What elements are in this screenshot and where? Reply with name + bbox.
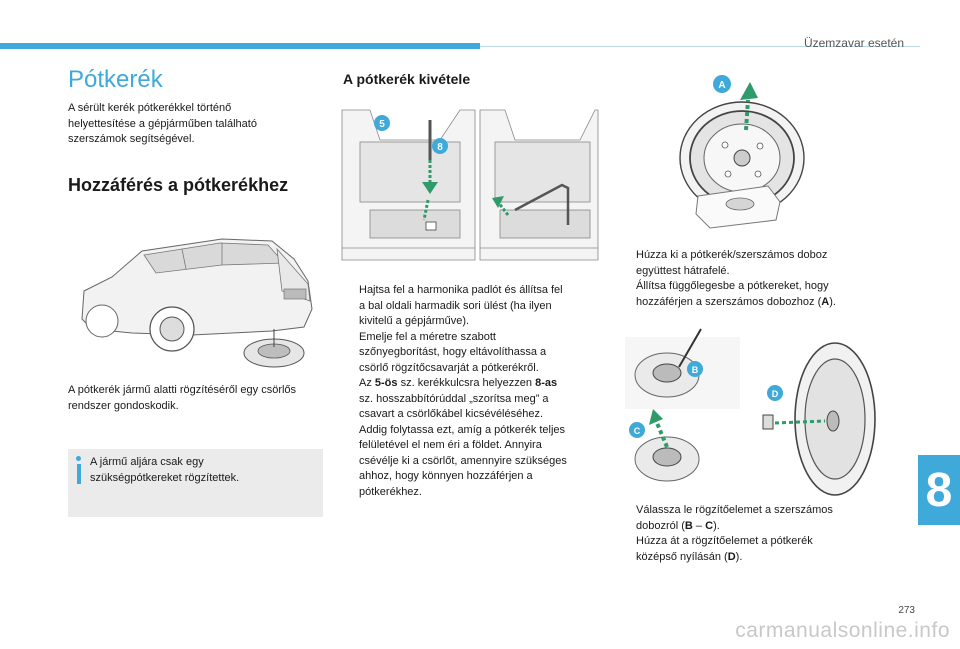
- label-8-marker: [432, 138, 448, 154]
- fixing-panel-left: B C: [625, 328, 740, 482]
- step-text: dobozról (: [636, 519, 685, 532]
- step-bold: 5-ös: [374, 377, 398, 389]
- label-c: C: [634, 426, 641, 436]
- step-text: ).: [713, 519, 720, 532]
- label-b-marker: [687, 361, 703, 377]
- step-item: Az 5-ös sz. kerékkulcsra helyezzen 8-as …: [343, 376, 593, 500]
- step-text: középső nyílásán (: [636, 550, 728, 563]
- step-line: ahhoz, hogy könnyen hozzáférjen a: [359, 470, 533, 482]
- step-item: Húzza át a rögzítőelemet a pótkerék közé…: [620, 534, 880, 565]
- watermark: carmanualsonline.info: [735, 619, 950, 642]
- winch-line: rendszer gondoskodik.: [68, 399, 179, 412]
- trunk-illustration: 5 8: [341, 109, 599, 261]
- step-line: pótkerékhez.: [359, 485, 422, 498]
- info-icon: [76, 456, 82, 484]
- info-line: A jármű aljára csak egy: [90, 456, 204, 468]
- step-bold: C: [705, 519, 714, 532]
- label-5: 5: [379, 119, 385, 130]
- info-line: szükségpótkereket rögzítettek.: [90, 471, 240, 484]
- info-text: A jármű aljára csak egy szükségpótkereke…: [90, 455, 315, 486]
- step-line: a bal oldali harmadik sori ülést (ha ily…: [359, 299, 552, 312]
- step-bold: B: [684, 519, 693, 532]
- step-line: sz. hosszabbítórúddal „szorítsa meg” a: [359, 392, 549, 405]
- intro-line: A sérült kerék pótkerékkel történő: [68, 102, 232, 114]
- step-line: Addig folytassa ezt, amíg a pótkerék tel…: [359, 423, 566, 436]
- step-line: Emelje fel a méretre szabott: [359, 330, 496, 343]
- label-a: A: [718, 80, 725, 91]
- step-line: együttest hátrafelé.: [636, 264, 730, 277]
- intro-line: szerszámok segítségével.: [68, 133, 195, 145]
- page-number: 273: [898, 605, 915, 616]
- page-title: Pótkerék: [68, 66, 163, 93]
- fixing-panel-right: D: [762, 342, 876, 496]
- label-d-marker: [767, 385, 783, 401]
- step-line: Hajtsa fel a harmonika padlót és állítsa…: [359, 284, 563, 296]
- step-item: Emelje fel a méretre szabott szőnyegborí…: [343, 330, 593, 377]
- step-text: hozzáférjen a szerszámos dobozhoz (: [636, 295, 822, 308]
- step-line: Húzza ki a pótkerék/szerszámos doboz: [636, 249, 828, 261]
- step-line: kivitelű a gépjárműve).: [359, 315, 470, 327]
- step-line: Állítsa függőlegesbe a pótkereket, hogy: [636, 280, 829, 292]
- step-text: Az: [359, 377, 375, 389]
- trunk-panel-right: [479, 109, 599, 261]
- trunk-panel-left: [341, 109, 476, 261]
- spare-wheel-illustration: A: [679, 75, 805, 229]
- intro-paragraph: A sérült kerék pótkerékkel történő helye…: [68, 101, 257, 148]
- step-line: csévélje ki a csörlőt, amennyire szükség…: [359, 454, 567, 467]
- step-item: Hajtsa fel a harmonika padlót és állítsa…: [343, 283, 593, 330]
- label-c-marker: [629, 422, 645, 438]
- access-heading: Hozzáférés a pótkerékhez: [68, 175, 289, 195]
- removal-heading: A pótkerék kivétele: [343, 71, 471, 87]
- step-line: Válassza le rögzítőelemet a szerszámos: [636, 504, 833, 516]
- step-line: szőnyegborítást, hogy eltávolíthassa a: [359, 346, 547, 358]
- step-line: csavart a csörlőkábel kicsévéléséhez.: [359, 408, 544, 420]
- section-title: Üzemzavar esetén: [803, 36, 904, 50]
- label-8: 8: [437, 142, 443, 153]
- step-bold: A: [821, 295, 830, 308]
- step-item: Válassza le rögzítőelemet a szerszámos d…: [620, 503, 880, 534]
- step-bold: 8-as: [535, 377, 558, 389]
- info-box: A jármű aljára csak egy szükségpótkereke…: [68, 449, 323, 517]
- step-text: ).: [735, 550, 743, 563]
- step-text: sz. kerékkulcsra helyezzen: [397, 377, 536, 389]
- winch-line: A pótkerék jármű alatti rögzítéséről egy…: [68, 384, 297, 396]
- spare-steps-top: Húzza ki a pótkerék/szerszámos doboz egy…: [620, 248, 880, 310]
- step-text: –: [692, 519, 706, 532]
- fixing-illustration: B C D: [625, 328, 876, 496]
- top-rule: [480, 46, 920, 47]
- step-line: felületével el nem éri a földet. Annyira: [359, 439, 542, 451]
- label-a-marker: [713, 75, 731, 93]
- car-illustration: [81, 238, 313, 368]
- step-line: csörlő rögzítőcsavarját a pótkerékről.: [359, 361, 539, 374]
- removal-steps: Hajtsa fel a harmonika padlót és állítsa…: [343, 283, 593, 500]
- step-item: Húzza ki a pótkerék/szerszámos doboz egy…: [620, 248, 880, 279]
- step-line: Húzza át a rögzítőelemet a pótkerék: [636, 535, 813, 547]
- winch-paragraph: A pótkerék jármű alatti rögzítéséről egy…: [68, 383, 296, 414]
- chapter-tab[interactable]: 8: [918, 455, 960, 525]
- top-accent-bar: [0, 43, 480, 49]
- label-d: D: [772, 389, 779, 399]
- step-bold: D: [727, 550, 736, 563]
- spare-steps-bottom: Válassza le rögzítőelemet a szerszámos d…: [620, 503, 880, 565]
- step-text: ).: [829, 295, 836, 308]
- label-5-marker: [374, 115, 390, 131]
- intro-line: helyettesítése a gépjárműben található: [68, 117, 257, 130]
- step-item: Állítsa függőlegesbe a pótkereket, hogy …: [620, 279, 880, 310]
- label-b: B: [692, 365, 699, 375]
